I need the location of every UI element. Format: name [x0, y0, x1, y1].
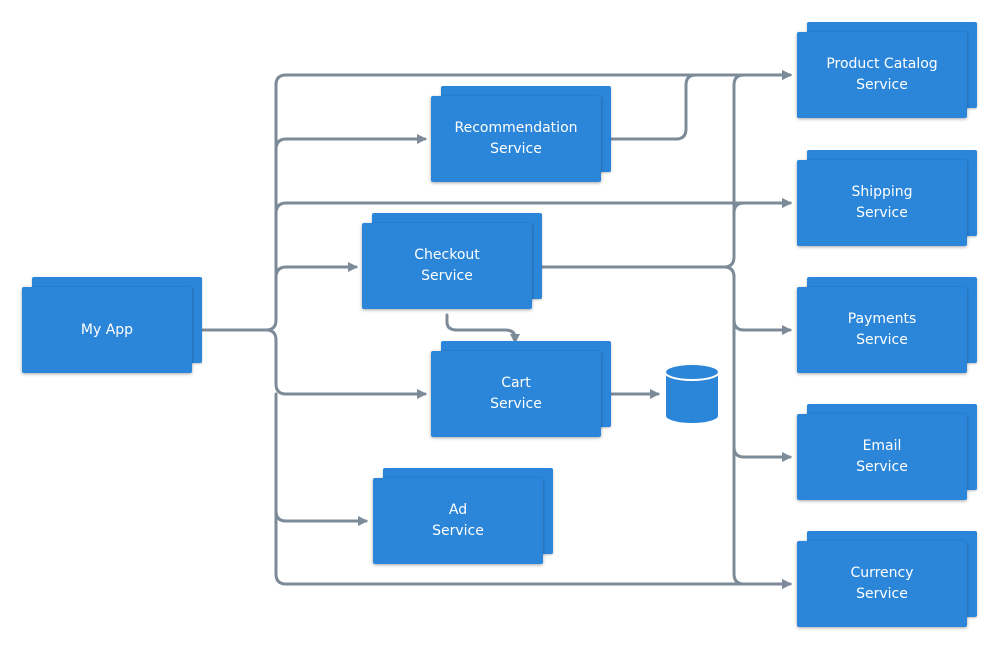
node-body: Payments Service — [797, 287, 967, 373]
node-body: Email Service — [797, 414, 967, 500]
node-body: Recommendation Service — [431, 96, 601, 182]
edge-my-app-ad — [274, 392, 368, 526]
node-recommendation-service[interactable]: Recommendation Service — [431, 86, 611, 182]
node-label-line2: Service — [490, 141, 542, 157]
node-body: Cart Service — [431, 351, 601, 437]
node-label-line2: Service — [856, 332, 908, 348]
node-label-line2: Service — [856, 205, 908, 221]
node-my-app[interactable]: My App — [22, 277, 202, 373]
edge-checkout-cart — [445, 313, 520, 344]
node-body: Ad Service — [373, 478, 543, 564]
node-label-line2: Service — [432, 523, 484, 539]
node-label-line1: Payments — [847, 311, 917, 327]
node-body: My App — [22, 287, 192, 373]
node-label-line1: Shipping — [851, 184, 913, 200]
database-icon[interactable] — [662, 362, 722, 428]
node-currency-service[interactable]: Currency Service — [797, 531, 977, 627]
edge-my-app-currency — [274, 509, 792, 589]
node-label-line1: Email — [862, 438, 902, 454]
node-label-line1: Ad — [448, 502, 468, 518]
node-body: Checkout Service — [362, 223, 532, 309]
edge-my-app-recommendation — [274, 134, 427, 152]
edge-my-app-shipping — [274, 198, 792, 216]
node-ad-service[interactable]: Ad Service — [373, 468, 553, 564]
node-shipping-service[interactable]: Shipping Service — [797, 150, 977, 246]
node-label-line1: Currency — [850, 565, 914, 581]
node-label-line2: Service — [490, 396, 542, 412]
node-label-line2: Service — [856, 459, 908, 475]
node-label-line2: Service — [856, 77, 908, 93]
node-cart-service[interactable]: Cart Service — [431, 341, 611, 437]
edge-checkout-email — [732, 318, 792, 462]
node-body: Product Catalog Service — [797, 32, 967, 118]
node-body: Currency Service — [797, 541, 967, 627]
node-payments-service[interactable]: Payments Service — [797, 277, 977, 373]
node-label-line1: Cart — [501, 375, 531, 391]
node-checkout-service[interactable]: Checkout Service — [362, 213, 542, 309]
node-email-service[interactable]: Email Service — [797, 404, 977, 500]
edge-checkout-currency — [732, 445, 792, 589]
node-label: My App — [80, 321, 134, 338]
node-label-line2: Service — [421, 268, 473, 284]
edge-my-app-checkout — [274, 262, 358, 280]
node-label-line2: Service — [856, 586, 908, 602]
node-label-line1: Checkout — [414, 247, 480, 263]
node-product-catalog-service[interactable]: Product Catalog Service — [797, 22, 977, 118]
node-label-line1: Recommendation — [454, 120, 578, 136]
node-body: Shipping Service — [797, 160, 967, 246]
edge-checkout-shipping — [732, 198, 792, 215]
node-label-line1: Product Catalog — [826, 56, 938, 72]
edge-recommendation-product-catalog — [607, 70, 792, 141]
edge-my-app-cart — [264, 328, 427, 399]
